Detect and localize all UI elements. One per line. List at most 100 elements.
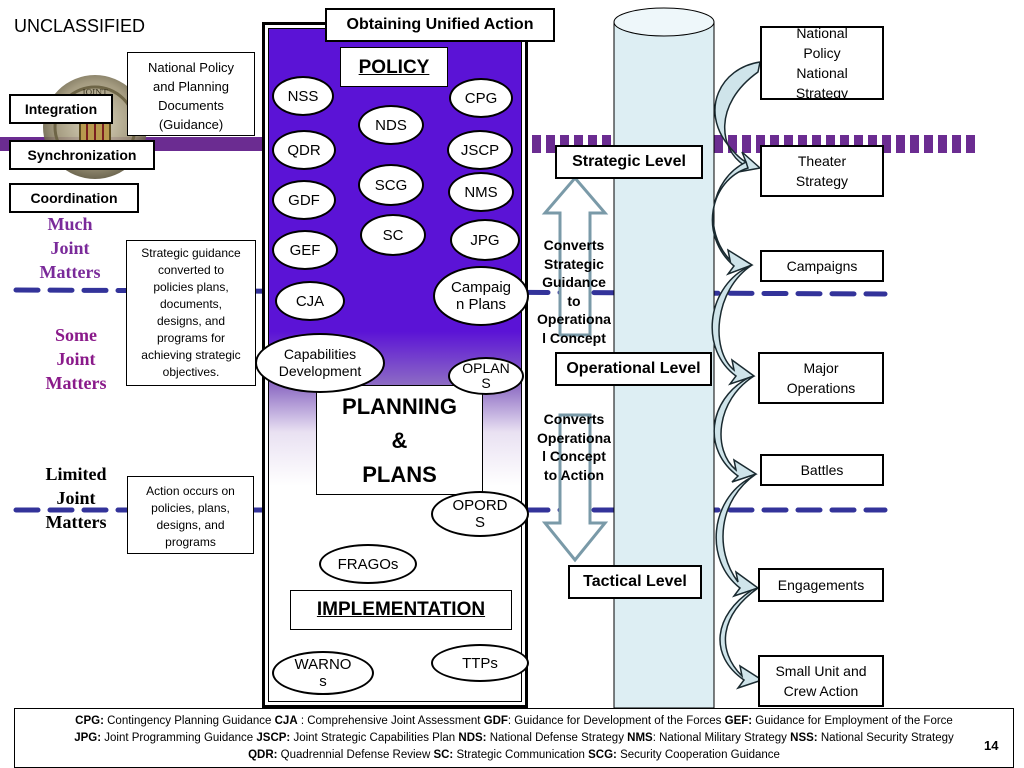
converts-operational-text: Converts Operationa l Concept to Action bbox=[529, 410, 619, 484]
box-line: Operations bbox=[786, 380, 856, 396]
cpg-oval: CPG bbox=[449, 78, 513, 118]
flow-curved-arrows bbox=[711, 61, 764, 690]
note-line: objectives. bbox=[162, 365, 220, 379]
box-line: Small Unit and bbox=[775, 663, 867, 679]
legend-key: JPG: bbox=[74, 732, 102, 744]
legend-key: JSCP: bbox=[256, 732, 291, 744]
cja-oval: CJA bbox=[275, 281, 345, 321]
some-joint-matters: Some Joint Matters bbox=[36, 323, 116, 395]
legend-key: SCG: bbox=[588, 749, 617, 761]
matters-line: Matters bbox=[45, 512, 107, 532]
box-line: National bbox=[796, 65, 848, 81]
campaigns-box: Campaigns bbox=[760, 250, 884, 282]
campaign-plans-oval: Campaig n Plans bbox=[433, 266, 529, 326]
legend-value: Quadrennial Defense Review bbox=[277, 749, 434, 761]
national-policy-note: National Policy and Planning Documents (… bbox=[127, 52, 255, 136]
legend-key: QDR: bbox=[248, 749, 278, 761]
note-line: achieving strategic bbox=[141, 348, 241, 362]
converts-line: Converts bbox=[543, 411, 605, 427]
note-line: and Planning bbox=[153, 79, 229, 94]
nms-oval: NMS bbox=[448, 172, 514, 212]
note-line: Strategic guidance bbox=[141, 246, 241, 260]
national-strategy-box: National Policy National Strategy bbox=[760, 26, 884, 100]
converts-line: Guidance bbox=[542, 274, 606, 290]
svg-text:JOINT: JOINT bbox=[81, 88, 108, 97]
oval-line: OPLAN bbox=[462, 360, 510, 376]
legend-key: CJA bbox=[274, 715, 298, 727]
converts-line: to bbox=[567, 292, 581, 309]
oval-line: OPORD bbox=[452, 497, 508, 514]
engagements-box: Engagements bbox=[758, 568, 884, 602]
action-note: Action occurs on policies, plans, design… bbox=[127, 476, 254, 554]
oplans-oval: OPLAN S bbox=[448, 357, 524, 395]
matters-line: Some bbox=[55, 325, 97, 345]
implementation-label: IMPLEMENTATION bbox=[290, 590, 512, 630]
legend-value: Joint Programming Guidance bbox=[101, 732, 257, 744]
box-line: Strategy bbox=[795, 173, 849, 189]
small-unit-box: Small Unit and Crew Action bbox=[758, 655, 884, 707]
note-line: policies plans, bbox=[153, 280, 229, 294]
box-line: Crew Action bbox=[783, 683, 859, 699]
tactical-level-box: Tactical Level bbox=[568, 565, 702, 599]
converts-line: Operationa bbox=[537, 429, 611, 446]
note-line: designs, and bbox=[156, 314, 226, 328]
oval-line: Campaig bbox=[450, 279, 512, 296]
note-line: Documents bbox=[158, 98, 224, 113]
converts-line: Converts bbox=[543, 237, 605, 253]
oval-line: n Plans bbox=[455, 296, 507, 313]
converts-line: l Concept bbox=[542, 448, 606, 464]
planning-line: PLANS bbox=[362, 462, 437, 487]
converts-line: Strategic bbox=[544, 255, 604, 272]
legend-value: Joint Strategic Capabilities Plan bbox=[290, 732, 459, 744]
jpg-oval: JPG bbox=[450, 219, 520, 261]
scg-oval: SCG bbox=[358, 164, 424, 206]
sc-oval: SC bbox=[360, 214, 426, 256]
box-line: Policy bbox=[803, 45, 841, 61]
gdf-oval: GDF bbox=[272, 180, 336, 220]
matters-line: Matters bbox=[39, 262, 101, 282]
ttps-oval: TTPs bbox=[431, 644, 529, 682]
legend-key: NSS: bbox=[790, 732, 818, 744]
legend-line-1: CPG: Contingency Planning Guidance CJA :… bbox=[15, 713, 1013, 730]
matters-line: Much bbox=[47, 214, 93, 234]
legend-line-3: QDR: Quadrennial Defense Review SC: Stra… bbox=[15, 747, 1013, 764]
legend-line-2: JPG: Joint Programming Guidance JSCP: Jo… bbox=[15, 730, 1013, 747]
jscp-oval: JSCP bbox=[447, 130, 513, 170]
note-line: documents, bbox=[159, 297, 223, 311]
battles-box: Battles bbox=[760, 454, 884, 486]
classification-label: UNCLASSIFIED bbox=[14, 16, 146, 36]
oval-line: s bbox=[319, 673, 327, 690]
box-line: Major bbox=[803, 360, 839, 376]
theater-strategy-box: Theater Strategy bbox=[760, 145, 884, 197]
gef-oval: GEF bbox=[272, 230, 338, 270]
converts-strategic-text: Converts Strategic Guidance to Operation… bbox=[529, 236, 619, 347]
limited-joint-matters: Limited Joint Matters bbox=[36, 462, 116, 534]
legend-key: NDS: bbox=[458, 732, 487, 744]
coordination-button: Coordination bbox=[9, 183, 139, 213]
legend-key: CPG: bbox=[75, 715, 104, 727]
box-line: Strategy bbox=[795, 85, 849, 100]
note-line: policies, plans, bbox=[151, 501, 230, 515]
note-line: Action occurs on bbox=[146, 484, 235, 498]
planning-plans-label: PLANNING & PLANS bbox=[316, 385, 483, 495]
strategic-level-box: Strategic Level bbox=[555, 145, 703, 179]
operational-level-box: Operational Level bbox=[555, 352, 712, 386]
warnos-oval: WARNO s bbox=[272, 651, 374, 695]
nds-oval: NDS bbox=[358, 105, 424, 145]
acronym-legend: CPG: Contingency Planning Guidance CJA :… bbox=[14, 708, 1014, 768]
qdr-oval: QDR bbox=[272, 130, 336, 170]
box-line: National bbox=[796, 26, 848, 41]
fragos-oval: FRAGOs bbox=[319, 544, 417, 584]
strategic-guidance-note: Strategic guidance converted to policies… bbox=[126, 240, 256, 386]
note-line: programs for bbox=[156, 331, 226, 345]
planning-line: PLANNING bbox=[342, 394, 457, 419]
policy-label: POLICY bbox=[340, 47, 448, 87]
note-line: converted to bbox=[157, 263, 225, 277]
nss-oval: NSS bbox=[272, 76, 334, 116]
note-line: designs, and bbox=[156, 518, 225, 532]
note-line: National Policy bbox=[148, 60, 234, 75]
convert-arrows bbox=[541, 175, 609, 563]
page-number: 14 bbox=[984, 738, 999, 753]
legend-value: Strategic Communication bbox=[453, 749, 589, 761]
legend-value: : National Military Strategy bbox=[652, 732, 791, 744]
